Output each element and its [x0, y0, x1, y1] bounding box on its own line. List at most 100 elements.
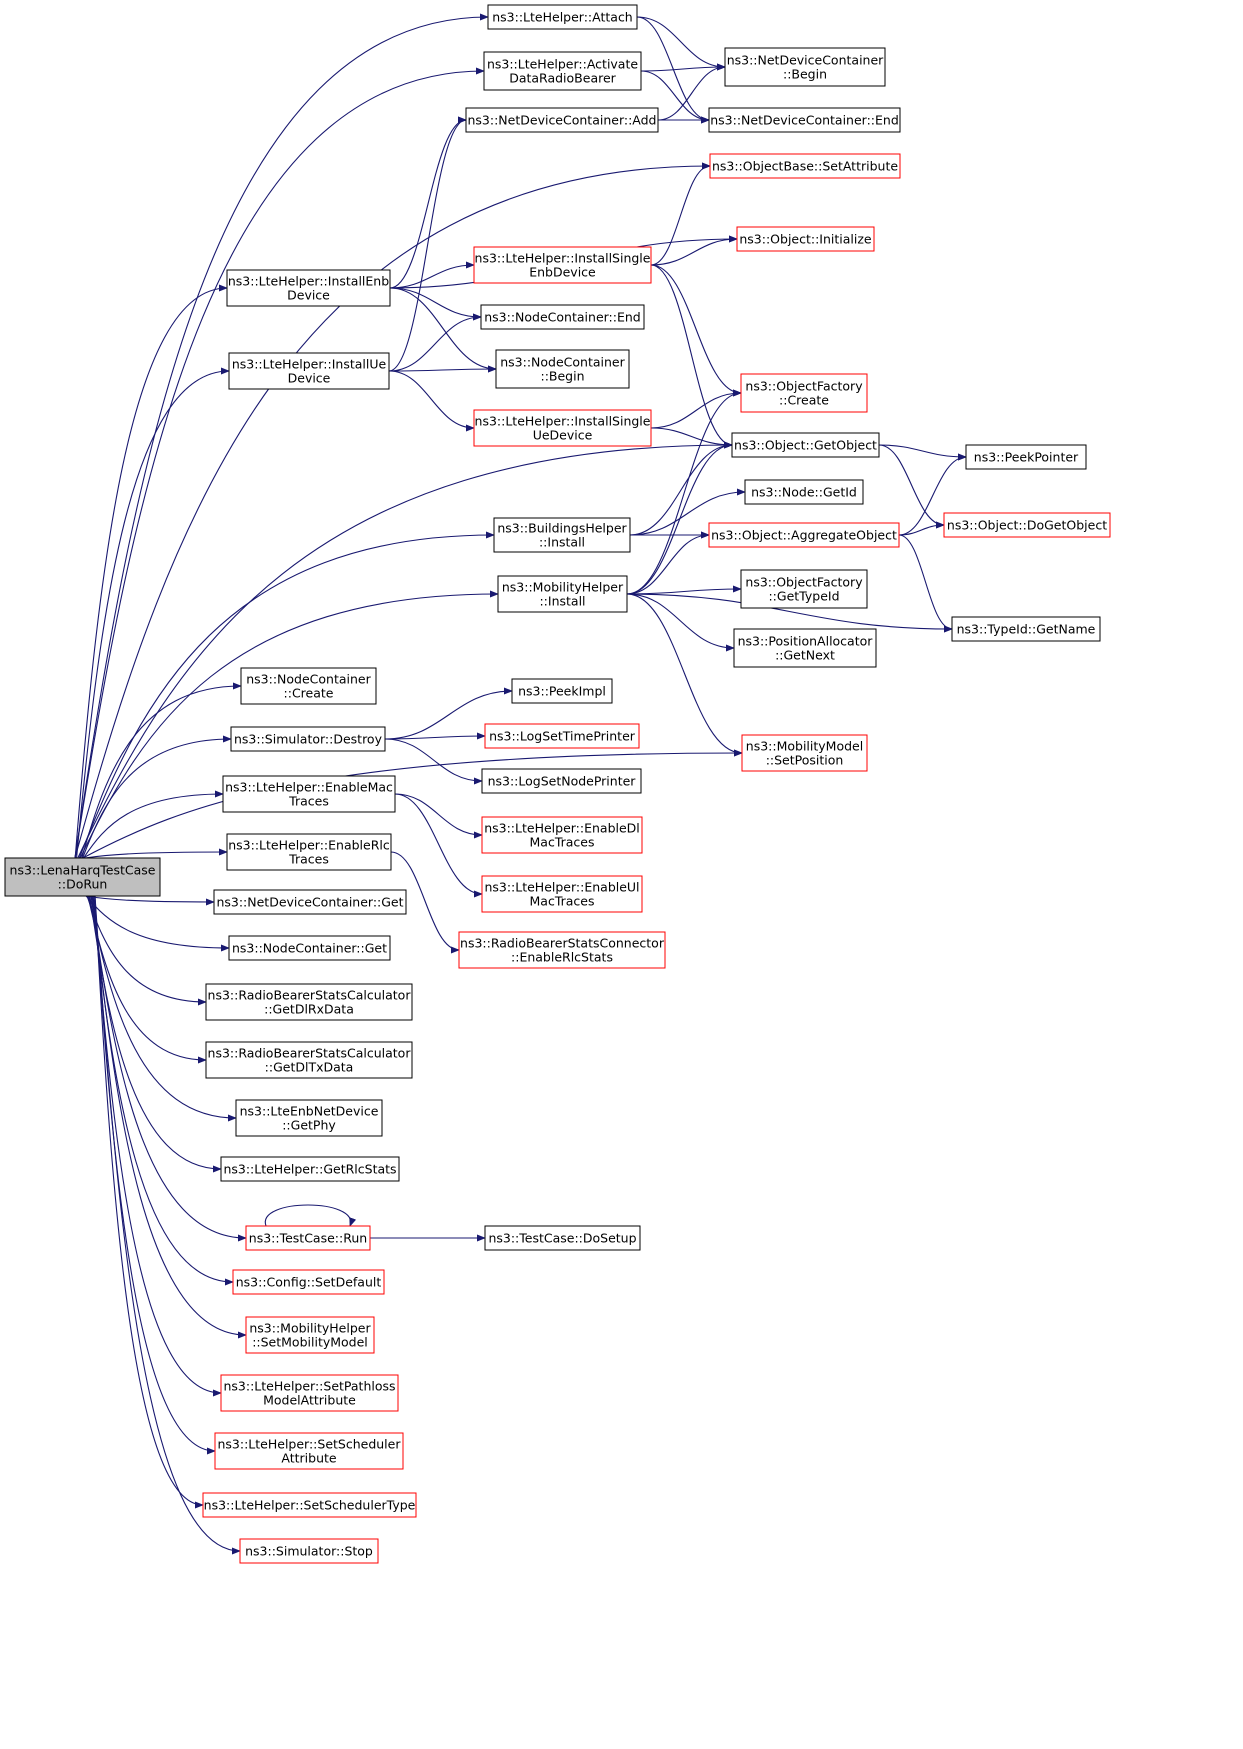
node-box [483, 51, 642, 91]
node-box [473, 409, 652, 447]
node-label: UeDevice [533, 428, 593, 443]
node-label: ns3::Object::GetObject [734, 438, 877, 453]
node-sim-destroy[interactable]: ns3::Simulator::Destroy [230, 726, 386, 752]
node-obj-init[interactable]: ns3::Object::Initialize [736, 226, 875, 252]
node-label: ns3::Config::SetDefault [236, 1275, 382, 1290]
node-cfg-default[interactable]: ns3::Config::SetDefault [232, 1269, 385, 1295]
node-label: ns3::MobilityHelper [502, 580, 624, 595]
node-label: ::SetMobilityModel [252, 1335, 368, 1350]
node-enb-getphy[interactable]: ns3::LteEnbNetDevice::GetPhy [235, 1099, 383, 1137]
edge-root-to-mm_setpos [82, 749, 743, 859]
node-rbsc-enable[interactable]: ns3::RadioBearerStatsConnector::EnableRl… [458, 931, 666, 969]
node-label: ns3::TypeId::GetName [957, 622, 1096, 637]
node-label: ns3::LteHelper::InstallUe [232, 357, 387, 372]
node-box [245, 1316, 375, 1354]
edge-tc_run-to-tc_run [265, 1204, 357, 1227]
edge-inst_enb-to-nc_begin [389, 287, 497, 373]
node-label: ::SetPosition [766, 753, 844, 768]
node-label: ns3::LteHelper::EnableMac [225, 780, 393, 795]
node-setattr[interactable]: ns3::ObjectBase::SetAttribute [709, 153, 901, 179]
edge-mh_install-to-mm_setpos [626, 593, 743, 757]
node-ndc-end[interactable]: ns3::NetDeviceContainer::End [708, 107, 901, 133]
node-getobject[interactable]: ns3::Object::GetObject [731, 432, 880, 458]
node-lognode[interactable]: ns3::LogSetNodePrinter [481, 768, 642, 794]
node-nc-end[interactable]: ns3::NodeContainer::End [480, 304, 645, 330]
edge-sim_destroy-to-peekimpl [384, 687, 513, 740]
node-box [4, 857, 161, 897]
edge-attach-to-ndc_begin [636, 16, 726, 71]
node-ndc-get[interactable]: ns3::NetDeviceContainer::Get [213, 889, 407, 915]
node-label: ns3::LteHelper::InstallEnb [228, 274, 389, 289]
node-label: ns3::LteHelper::Attach [492, 10, 633, 25]
node-root[interactable]: ns3::LenaHarqTestCase::DoRun [4, 857, 161, 897]
node-set-sched-type[interactable]: ns3::LteHelper::SetSchedulerType [202, 1492, 417, 1518]
node-nc-get[interactable]: ns3::NodeContainer::Get [228, 935, 391, 961]
node-pa-getnext[interactable]: ns3::PositionAllocator::GetNext [733, 628, 877, 668]
node-label: ns3::LteHelper::EnableDl [484, 821, 640, 836]
node-rbsc-dlrx[interactable]: ns3::RadioBearerStatsCalculator::GetDlRx… [205, 983, 413, 1021]
node-label: ns3::LenaHarqTestCase [10, 863, 156, 878]
node-mm-setpos[interactable]: ns3::MobilityModel::SetPosition [741, 734, 868, 772]
node-logtime[interactable]: ns3::LogSetTimePrinter [484, 723, 640, 749]
edge-inst_enb-to-ndc_add [389, 116, 467, 289]
node-peekimpl[interactable]: ns3::PeekImpl [511, 678, 613, 704]
node-rlcstats[interactable]: ns3::LteHelper::GetRlcStats [220, 1156, 400, 1182]
node-bh-install[interactable]: ns3::BuildingsHelper::Install [493, 517, 631, 553]
node-rbsc-dltx[interactable]: ns3::RadioBearerStatsCalculator::GetDlTx… [205, 1041, 413, 1079]
node-box [245, 1225, 371, 1251]
node-mh-install[interactable]: ns3::MobilityHelper::Install [497, 575, 628, 613]
node-label: ns3::PeekImpl [518, 684, 606, 699]
edge-inst_ue-to-inst_single_ue [388, 370, 475, 432]
node-nc-create[interactable]: ns3::NodeContainer::Create [240, 667, 377, 705]
node-typeid-getname[interactable]: ns3::TypeId::GetName [951, 616, 1101, 642]
node-label: ::Create [284, 686, 334, 701]
node-box [214, 1432, 404, 1470]
node-label: ::DoRun [58, 877, 108, 892]
node-sim-stop[interactable]: ns3::Simulator::Stop [239, 1538, 379, 1564]
node-attach[interactable]: ns3::LteHelper::Attach [487, 4, 638, 30]
node-box [965, 444, 1087, 470]
edge-root-to-set_sched_attr [94, 895, 216, 1455]
node-ndc-begin[interactable]: ns3::NetDeviceContainer::Begin [724, 47, 886, 87]
node-tc-dosetup[interactable]: ns3::TestCase::DoSetup [484, 1225, 641, 1251]
edge-inst_enb-to-nc_end [389, 287, 482, 321]
node-box [708, 522, 900, 548]
node-peekpointer[interactable]: ns3::PeekPointer [965, 444, 1087, 470]
node-label: ::Install [539, 535, 585, 550]
node-of-create[interactable]: ns3::ObjectFactory::Create [740, 373, 868, 413]
node-box [724, 47, 886, 87]
node-box [731, 432, 880, 458]
node-dogetobject[interactable]: ns3::Object::DoGetObject [943, 512, 1111, 538]
node-label: ns3::RadioBearerStatsCalculator [208, 988, 412, 1003]
edge-ndc_add-to-ndc_begin [657, 63, 726, 121]
node-ndc-add[interactable]: ns3::NetDeviceContainer::Add [465, 107, 659, 133]
node-node-getid[interactable]: ns3::Node::GetId [744, 479, 864, 505]
node-box [240, 667, 377, 705]
node-box [232, 1269, 385, 1295]
node-tc-run[interactable]: ns3::TestCase::Run [245, 1225, 371, 1251]
node-set-pathloss[interactable]: ns3::LteHelper::SetPathlossModelAttribut… [220, 1374, 399, 1412]
node-label: ns3::LteHelper::EnableUl [484, 880, 639, 895]
node-box [481, 816, 643, 854]
node-aggregate[interactable]: ns3::Object::AggregateObject [708, 522, 900, 548]
node-box [481, 875, 643, 913]
node-mh-setmodel[interactable]: ns3::MobilityHelper::SetMobilityModel [245, 1316, 375, 1354]
edge-inst_single_ue-to-of_create [650, 389, 742, 429]
edge-mh_install-to-getobject [626, 441, 733, 595]
edge-inst_single_enb-to-setattr [650, 162, 711, 266]
node-label: ModelAttribute [263, 1393, 356, 1408]
node-label: ns3::NodeContainer::End [484, 310, 640, 325]
node-label: ns3::LogSetTimePrinter [489, 729, 636, 744]
node-nc-begin[interactable]: ns3::NodeContainer::Begin [495, 349, 630, 389]
node-of-gettypeid[interactable]: ns3::ObjectFactory::GetTypeId [740, 569, 868, 609]
